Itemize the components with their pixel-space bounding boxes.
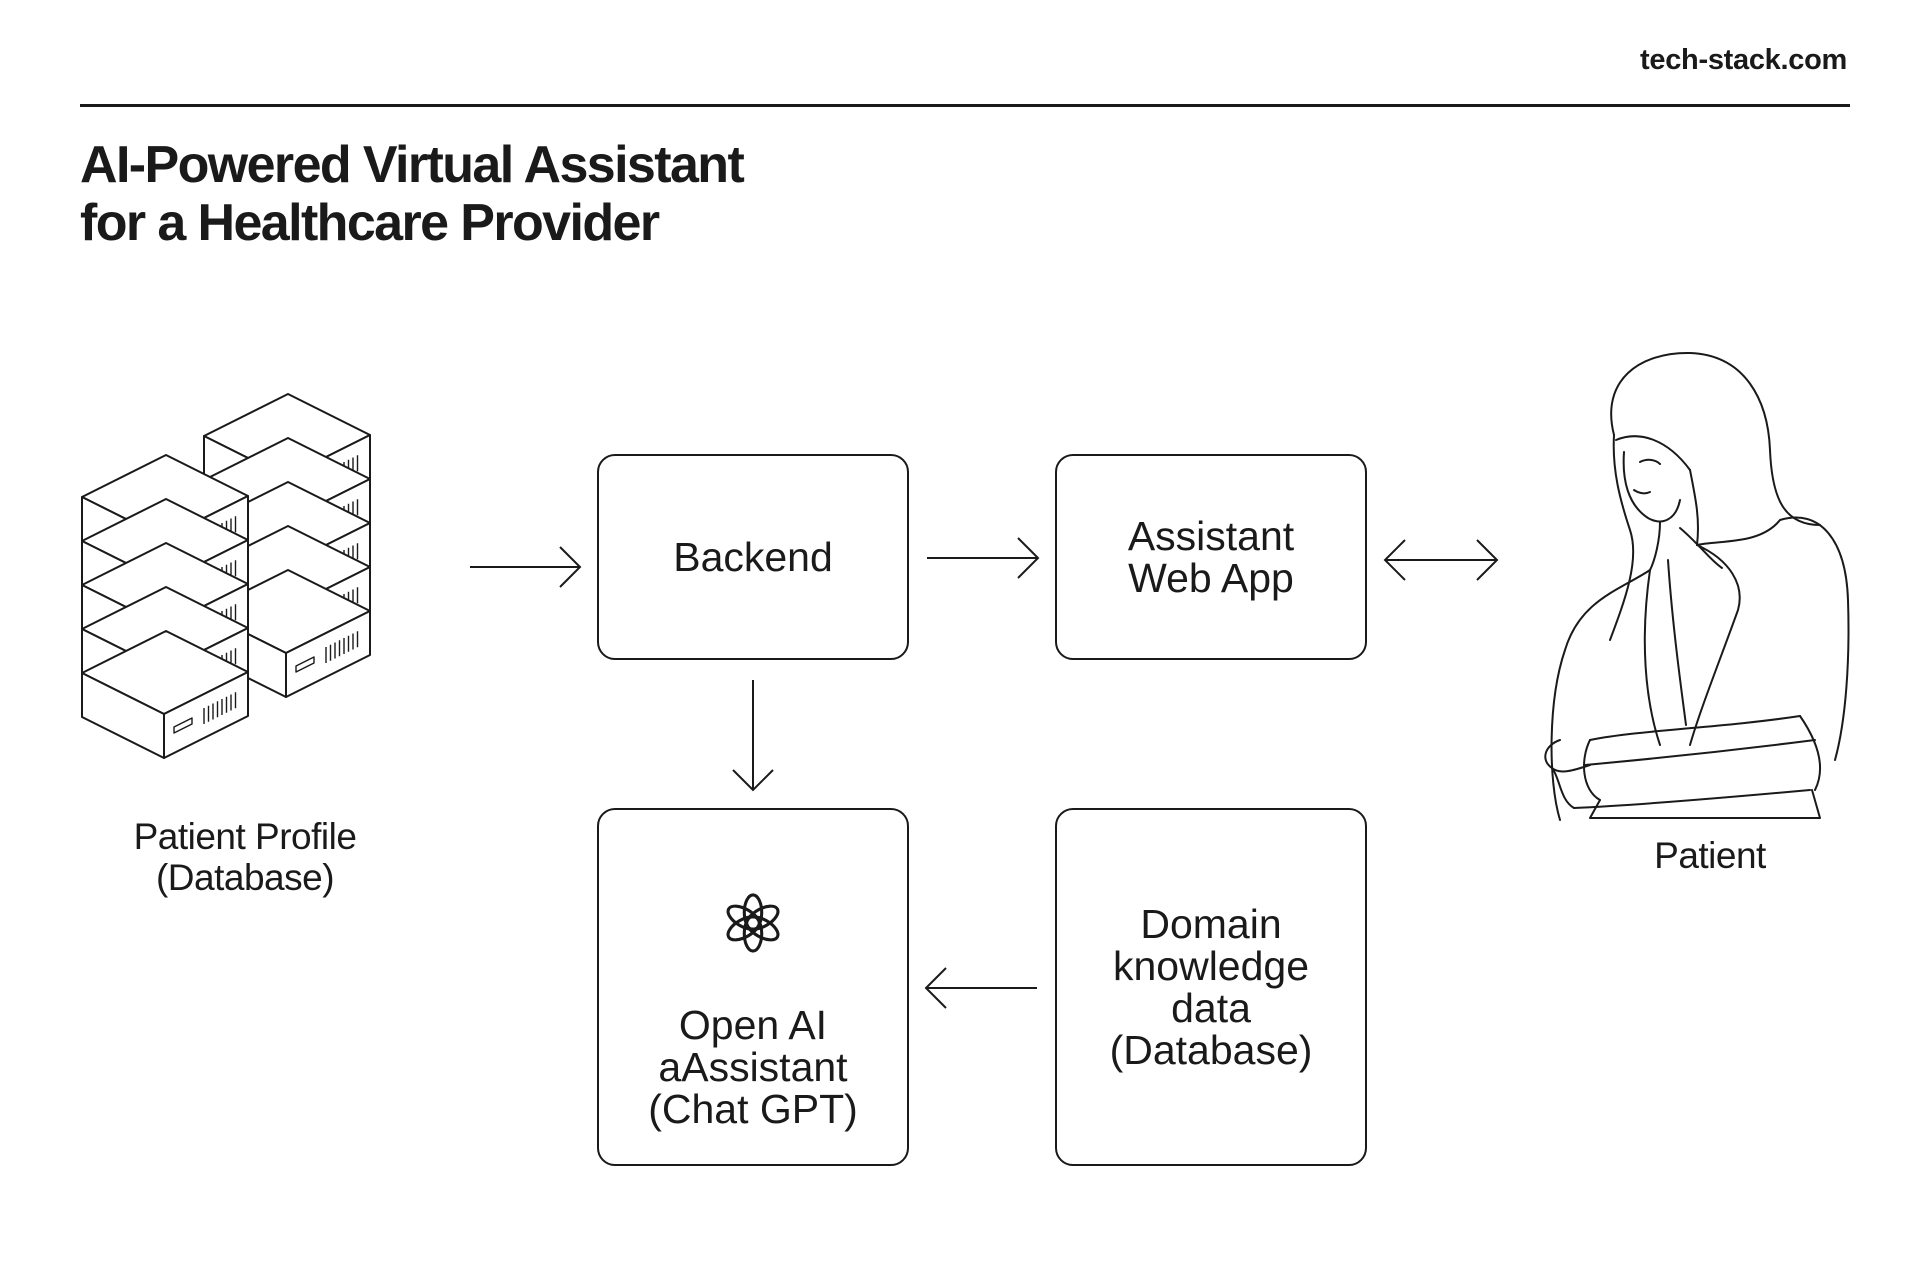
title-line-2: for a Healthcare Provider — [80, 194, 660, 252]
arrow-webapp-patient-bidirectional — [1383, 539, 1499, 581]
patient-profile-line-1: Patient Profile — [133, 816, 357, 857]
page-title: AI-Powered Virtual Assistant for a Healt… — [80, 136, 745, 252]
web-app-box: Assistant Web App — [1055, 454, 1367, 660]
domain-label-line-1: Domain — [1140, 901, 1282, 947]
domain-label-line-2: knowledge — [1112, 943, 1310, 989]
header-divider — [80, 104, 1850, 107]
arrow-domain-to-openai — [924, 967, 1037, 1009]
openai-logo-icon — [726, 893, 780, 953]
web-app-label-line-2: Web App — [1128, 555, 1294, 601]
server-unit — [81, 630, 249, 759]
title-line-1: AI-Powered Virtual Assistant — [80, 136, 745, 194]
backend-box: Backend — [597, 454, 909, 660]
openai-box: Open AI aAssistant (Chat GPT) — [597, 808, 909, 1166]
web-app-label-line-1: Assistant — [1127, 513, 1295, 559]
patient-profile-line-2: (Database) — [155, 857, 335, 898]
patient-caption: Patient — [1570, 835, 1850, 876]
openai-label-line-1: Open AI — [678, 1002, 828, 1048]
openai-label-line-2: aAssistant — [658, 1044, 848, 1090]
arrow-backend-to-openai — [732, 680, 774, 792]
domain-label-line-4: (Database) — [1109, 1027, 1313, 1073]
openai-label-line-3: (Chat GPT) — [648, 1086, 858, 1132]
domain-label-line-3: data — [1171, 985, 1251, 1031]
site-url: tech-stack.com — [1640, 44, 1847, 76]
patient-profile-caption: Patient Profile (Database) — [105, 816, 385, 898]
openai-logo-petal — [726, 904, 762, 931]
domain-knowledge-box: Domain knowledge data (Database) — [1055, 808, 1367, 1166]
patient-label: Patient — [1654, 835, 1766, 876]
backend-label: Backend — [673, 534, 833, 580]
arrow-backend-to-webapp — [927, 537, 1040, 579]
arrow-profile-to-backend — [470, 546, 582, 588]
